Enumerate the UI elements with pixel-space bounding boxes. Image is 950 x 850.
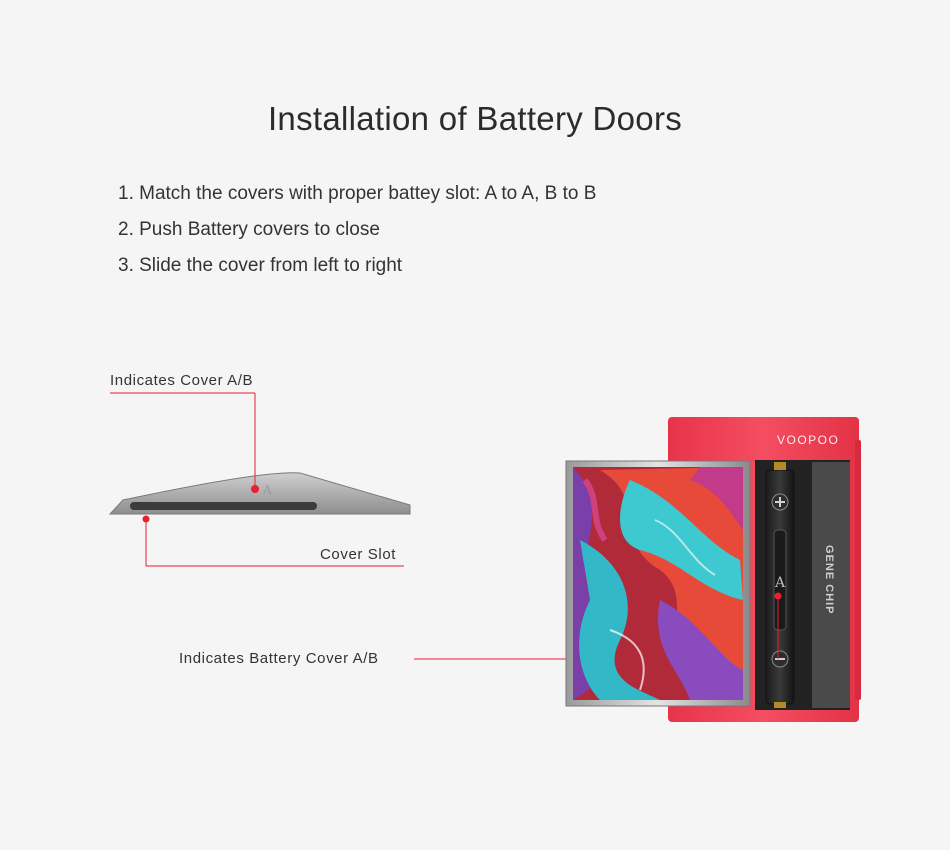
resin-panel bbox=[573, 467, 743, 700]
callout-label-cover-slot: Cover Slot bbox=[320, 546, 397, 563]
page-title: Installation of Battery Doors bbox=[267, 100, 683, 137]
chip-label: GENE CHIP bbox=[823, 545, 835, 615]
device-illustration: VOOPOO GENE CHIP A bbox=[565, 417, 861, 722]
battery-cover-illustration: A bbox=[108, 472, 411, 515]
instruction-step-1: 1. Match the covers with proper battey s… bbox=[118, 183, 597, 204]
cover-letter-mark: A bbox=[262, 483, 272, 497]
callout-label-cover-ab: Indicates Cover A/B bbox=[110, 372, 254, 389]
instruction-step-3: 3. Slide the cover from left to right bbox=[118, 255, 403, 276]
instruction-step-2: 2. Push Battery covers to close bbox=[118, 219, 380, 240]
brand-logo: VOOPOO bbox=[777, 433, 839, 447]
callout-label-battery-cover-ab: Indicates Battery Cover A/B bbox=[179, 650, 379, 667]
cover-ab-marker bbox=[251, 485, 259, 493]
battery-letter: A bbox=[774, 575, 786, 591]
instruction-list: 1. Match the covers with proper battey s… bbox=[118, 180, 596, 288]
